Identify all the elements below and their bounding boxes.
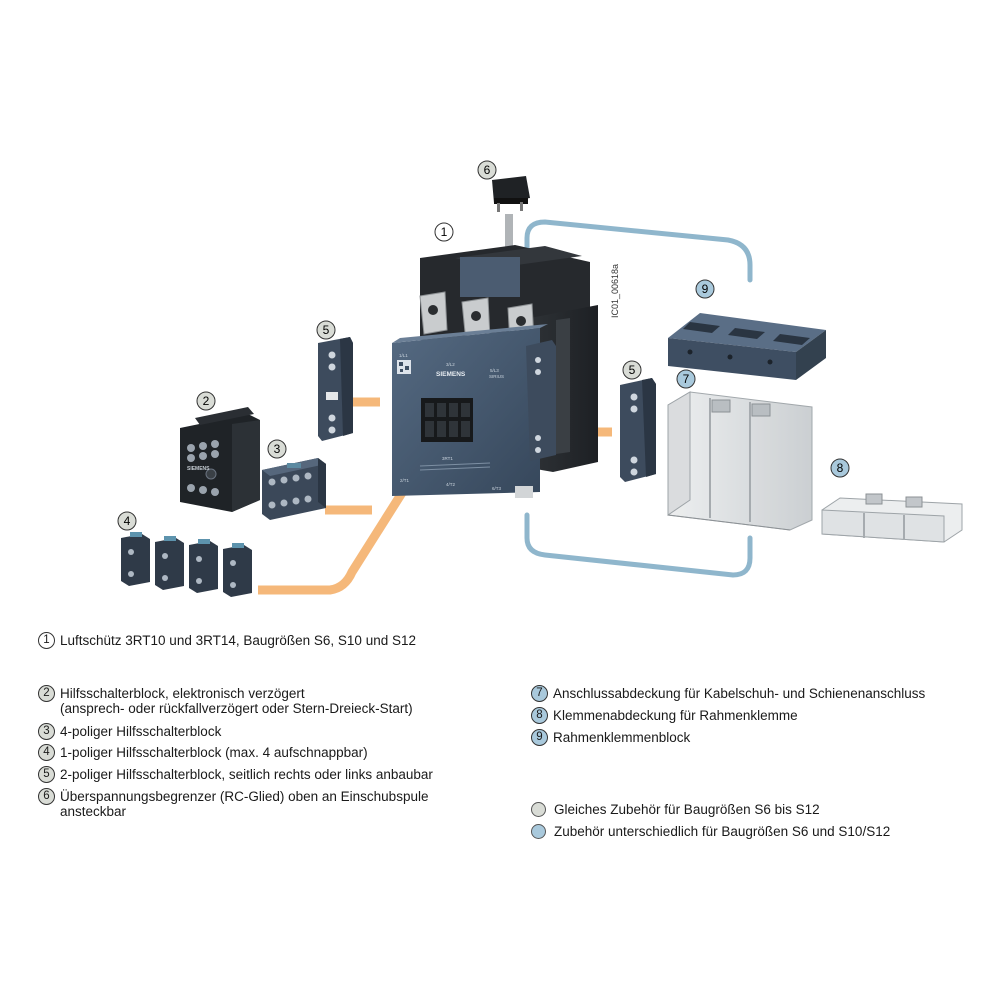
- svg-text:3: 3: [274, 442, 281, 456]
- legend-badge: 6: [38, 788, 55, 805]
- contactor-brand: SIEMENS: [436, 371, 466, 378]
- one-pole-aux-blocks: [121, 532, 252, 597]
- timed-aux-block: SIEMENS: [180, 407, 260, 512]
- svg-text:4: 4: [124, 514, 131, 528]
- contactor-series: SIRIUS: [489, 374, 504, 379]
- one-pole-aux-block: [155, 536, 184, 590]
- box-terminal-cover: [821, 493, 963, 543]
- legend-item-7: 7 Anschlussabdeckung für Kabelschuh- und…: [531, 685, 926, 702]
- legend-item-8: 8 Klemmenabdeckung für Rahmenklemme: [531, 707, 798, 724]
- legend-item-text: 1-poliger Hilfsschalterblock (max. 4 auf…: [60, 745, 368, 760]
- svg-text:9: 9: [702, 282, 709, 296]
- accessory-diagram: SIEMENS SIRIUS 3RT1 1/L1 3/L2 5/L3 2/T1 …: [117, 160, 963, 597]
- svg-text:1: 1: [441, 225, 448, 239]
- legend-item-text: Luftschütz 3RT10 und 3RT14, Baugrößen S6…: [60, 633, 416, 648]
- diagram-callouts: 1 6 5 2 3 4 5 9: [117, 160, 850, 531]
- callout-6: 6: [477, 160, 497, 180]
- callout-7: 7: [676, 369, 696, 389]
- svg-text:2: 2: [203, 394, 210, 408]
- one-pole-aux-block: [223, 543, 252, 597]
- legend-item-text: 4-poliger Hilfsschalterblock: [60, 724, 222, 739]
- color-key-different: Zubehör unterschiedlich für Baugrößen S6…: [531, 824, 890, 839]
- terminal-top-3: 5/L3: [490, 368, 499, 373]
- four-pole-aux-block: [262, 458, 326, 520]
- svg-text:5: 5: [323, 323, 330, 337]
- legend-badge: 5: [38, 766, 55, 783]
- callout-3: 3: [267, 439, 287, 459]
- legend-item-9: 9 Rahmenklemmenblock: [531, 729, 691, 746]
- legend-item-3: 3 4-poliger Hilfsschalterblock: [38, 723, 222, 740]
- legend-badge: 4: [38, 744, 55, 761]
- legend-badge: 3: [38, 723, 55, 740]
- color-key-label: Gleiches Zubehör für Baugrößen S6 bis S1…: [554, 802, 820, 817]
- one-pole-aux-block: [189, 539, 218, 593]
- legend-item-text: Überspannungsbegrenzer (RC-Glied) oben a…: [60, 789, 429, 804]
- legend-item-1: 1 Luftschütz 3RT10 und 3RT14, Baugrößen …: [38, 632, 416, 649]
- terminal-bottom-1: 2/T1: [400, 478, 410, 483]
- color-key-same: Gleiches Zubehör für Baugrößen S6 bis S1…: [531, 802, 820, 817]
- terminal-cover: [667, 391, 813, 531]
- side-aux-block-mounted: [526, 340, 556, 461]
- terminal-bottom-3: 6/T3: [492, 486, 502, 491]
- terminal-top-2: 3/L2: [446, 362, 455, 367]
- side-aux-block-left: [318, 337, 353, 441]
- svg-text:5: 5: [629, 363, 636, 377]
- swatch-blue: [531, 824, 546, 839]
- callout-2: 2: [196, 391, 216, 411]
- side-aux-block-right: [620, 378, 656, 482]
- legend-item-6: 6 Überspannungsbegrenzer (RC-Glied) oben…: [38, 788, 429, 819]
- legend-badge: 1: [38, 632, 55, 649]
- legend-item-text: (ansprech- oder rückfallverzögert oder S…: [60, 701, 413, 716]
- callout-8: 8: [830, 458, 850, 478]
- connector-4: [258, 417, 452, 595]
- svg-text:7: 7: [683, 372, 690, 386]
- swatch-gray: [531, 802, 546, 817]
- legend-item-text: Rahmenklemmenblock: [553, 730, 691, 745]
- legend-item-4: 4 1-poliger Hilfsschalterblock (max. 4 a…: [38, 744, 368, 761]
- contactor-model: 3RT1: [442, 456, 453, 461]
- one-pole-aux-block: [121, 532, 150, 586]
- legend-item-text: ansteckbar: [60, 804, 127, 819]
- legend-badge: 2: [38, 685, 55, 702]
- legend-badge: 8: [531, 707, 548, 724]
- legend-item-2: 2 Hilfsschalterblock, elektronisch verzö…: [38, 685, 413, 716]
- svg-text:6: 6: [484, 163, 491, 177]
- color-key-label: Zubehör unterschiedlich für Baugrößen S6…: [554, 824, 891, 839]
- callout-1: 1: [434, 222, 454, 242]
- legend-item-text: Klemmenabdeckung für Rahmenklemme: [553, 708, 798, 723]
- svg-text:8: 8: [837, 461, 844, 475]
- connector-7: [524, 512, 753, 578]
- legend-badge: 9: [531, 729, 548, 746]
- callout-5-left: 5: [316, 320, 336, 340]
- legend-item-text: 2-poliger Hilfsschalterblock, seitlich r…: [60, 767, 433, 782]
- callout-4: 4: [117, 511, 137, 531]
- legend-item-text: Hilfsschalterblock, elektronisch verzöge…: [60, 686, 305, 701]
- timed-aux-brand: SIEMENS: [187, 466, 210, 472]
- connector-9: [524, 219, 753, 293]
- callout-9: 9: [695, 279, 715, 299]
- legend-item-text: Anschlussabdeckung für Kabelschuh- und S…: [553, 686, 926, 701]
- image-code: IC01_00618a: [610, 264, 620, 318]
- box-terminal-block: [668, 313, 826, 380]
- terminal-top-1: 1/L1: [399, 353, 408, 358]
- main-contactor: SIEMENS SIRIUS 3RT1 1/L1 3/L2 5/L3 2/T1 …: [392, 245, 598, 498]
- legend-item-5: 5 2-poliger Hilfsschalterblock, seitlich…: [38, 766, 433, 783]
- blue-connectors: [524, 219, 753, 578]
- legend-badge: 7: [531, 685, 548, 702]
- terminal-bottom-2: 4/T2: [446, 482, 456, 487]
- callout-5-right: 5: [622, 360, 642, 380]
